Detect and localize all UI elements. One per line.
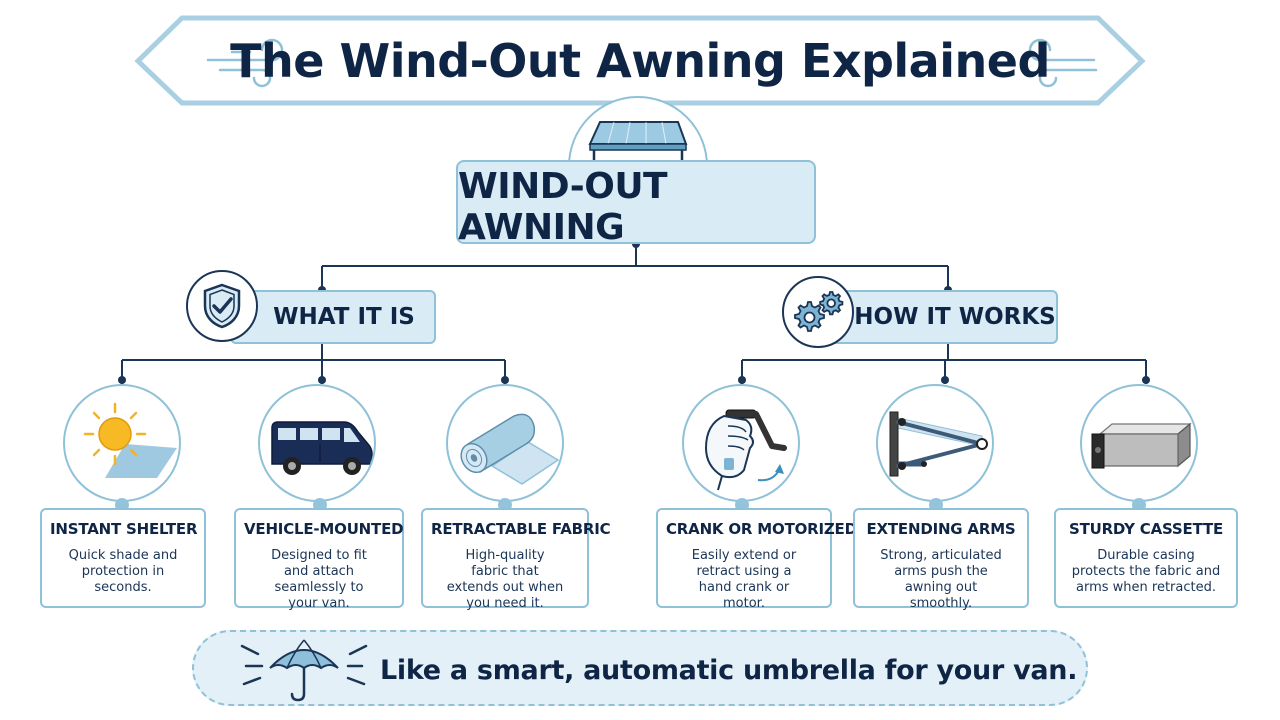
item-title: STURDY CASSETTE	[1068, 520, 1224, 538]
analogy-text: Like a smart, automatic umbrella for you…	[380, 654, 1078, 686]
item-description: Designed to fit and attach seamlessly to…	[271, 548, 367, 611]
item-description: Durable casing protects the fabric and a…	[1071, 548, 1221, 595]
item-card-crank-or-motorized: CRANK OR MOTORIZED Easily extend or retr…	[656, 508, 857, 611]
item-description: Strong, articulated arms push the awning…	[880, 548, 1002, 611]
hand-crank-icon	[704, 409, 787, 491]
item-title: CRANK OR MOTORIZED	[666, 520, 857, 538]
item-description: Quick shade and protection in seconds.	[68, 548, 178, 595]
gears-icon	[794, 291, 844, 332]
shield-check-icon	[203, 283, 241, 329]
category-what-it-is: WHAT IT IS	[230, 290, 436, 344]
articulated-arms-icon	[889, 411, 988, 477]
van-icon	[271, 421, 373, 475]
fabric-roll-icon	[460, 413, 560, 485]
sun-shade-icon	[83, 402, 177, 478]
item-card-instant-shelter: INSTANT SHELTER Quick shade and protecti…	[40, 508, 206, 608]
item-card-extending-arms: EXTENDING ARMS Strong, articulated arms …	[853, 508, 1029, 611]
gears-icon-bubble	[782, 276, 854, 348]
item-title: EXTENDING ARMS	[866, 520, 1016, 538]
item-description: High-quality fabric that extends out whe…	[446, 548, 564, 611]
extending-arms-icon-bubble	[876, 384, 994, 502]
item-title: INSTANT SHELTER	[50, 520, 198, 538]
instant-shelter-icon-bubble	[63, 384, 181, 502]
item-title: RETRACTABLE FABRIC	[431, 520, 611, 538]
item-description: Easily extend or retract using a hand cr…	[691, 548, 797, 611]
category-how-it-works: HOW IT WORKS	[828, 290, 1058, 344]
shield-check-icon-bubble	[186, 270, 258, 342]
wind-icon-left	[206, 38, 284, 88]
central-node: WIND-OUT AWNING	[456, 160, 816, 248]
item-card-retractable-fabric: RETRACTABLE FABRIC High-quality fabric t…	[421, 508, 611, 611]
title-banner	[134, 15, 1146, 106]
sturdy-cassette-icon-bubble	[1080, 384, 1198, 502]
item-card-sturdy-cassette: STURDY CASSETTE Durable casing protects …	[1054, 508, 1238, 608]
vehicle-mounted-icon-bubble	[258, 384, 376, 502]
item-title: VEHICLE-MOUNTED	[244, 520, 404, 538]
retractable-fabric-icon-bubble	[446, 384, 564, 502]
awning-icon	[588, 121, 688, 170]
page-title: The Wind-Out Awning Explained	[230, 34, 1050, 88]
umbrella-icon	[240, 639, 368, 702]
cassette-icon	[1091, 422, 1192, 469]
item-card-vehicle-mounted: VEHICLE-MOUNTED Designed to fit and atta…	[234, 508, 404, 611]
crank-icon-bubble	[682, 384, 800, 502]
analogy-banner	[192, 630, 1088, 706]
wind-icon-right	[1028, 38, 1098, 88]
